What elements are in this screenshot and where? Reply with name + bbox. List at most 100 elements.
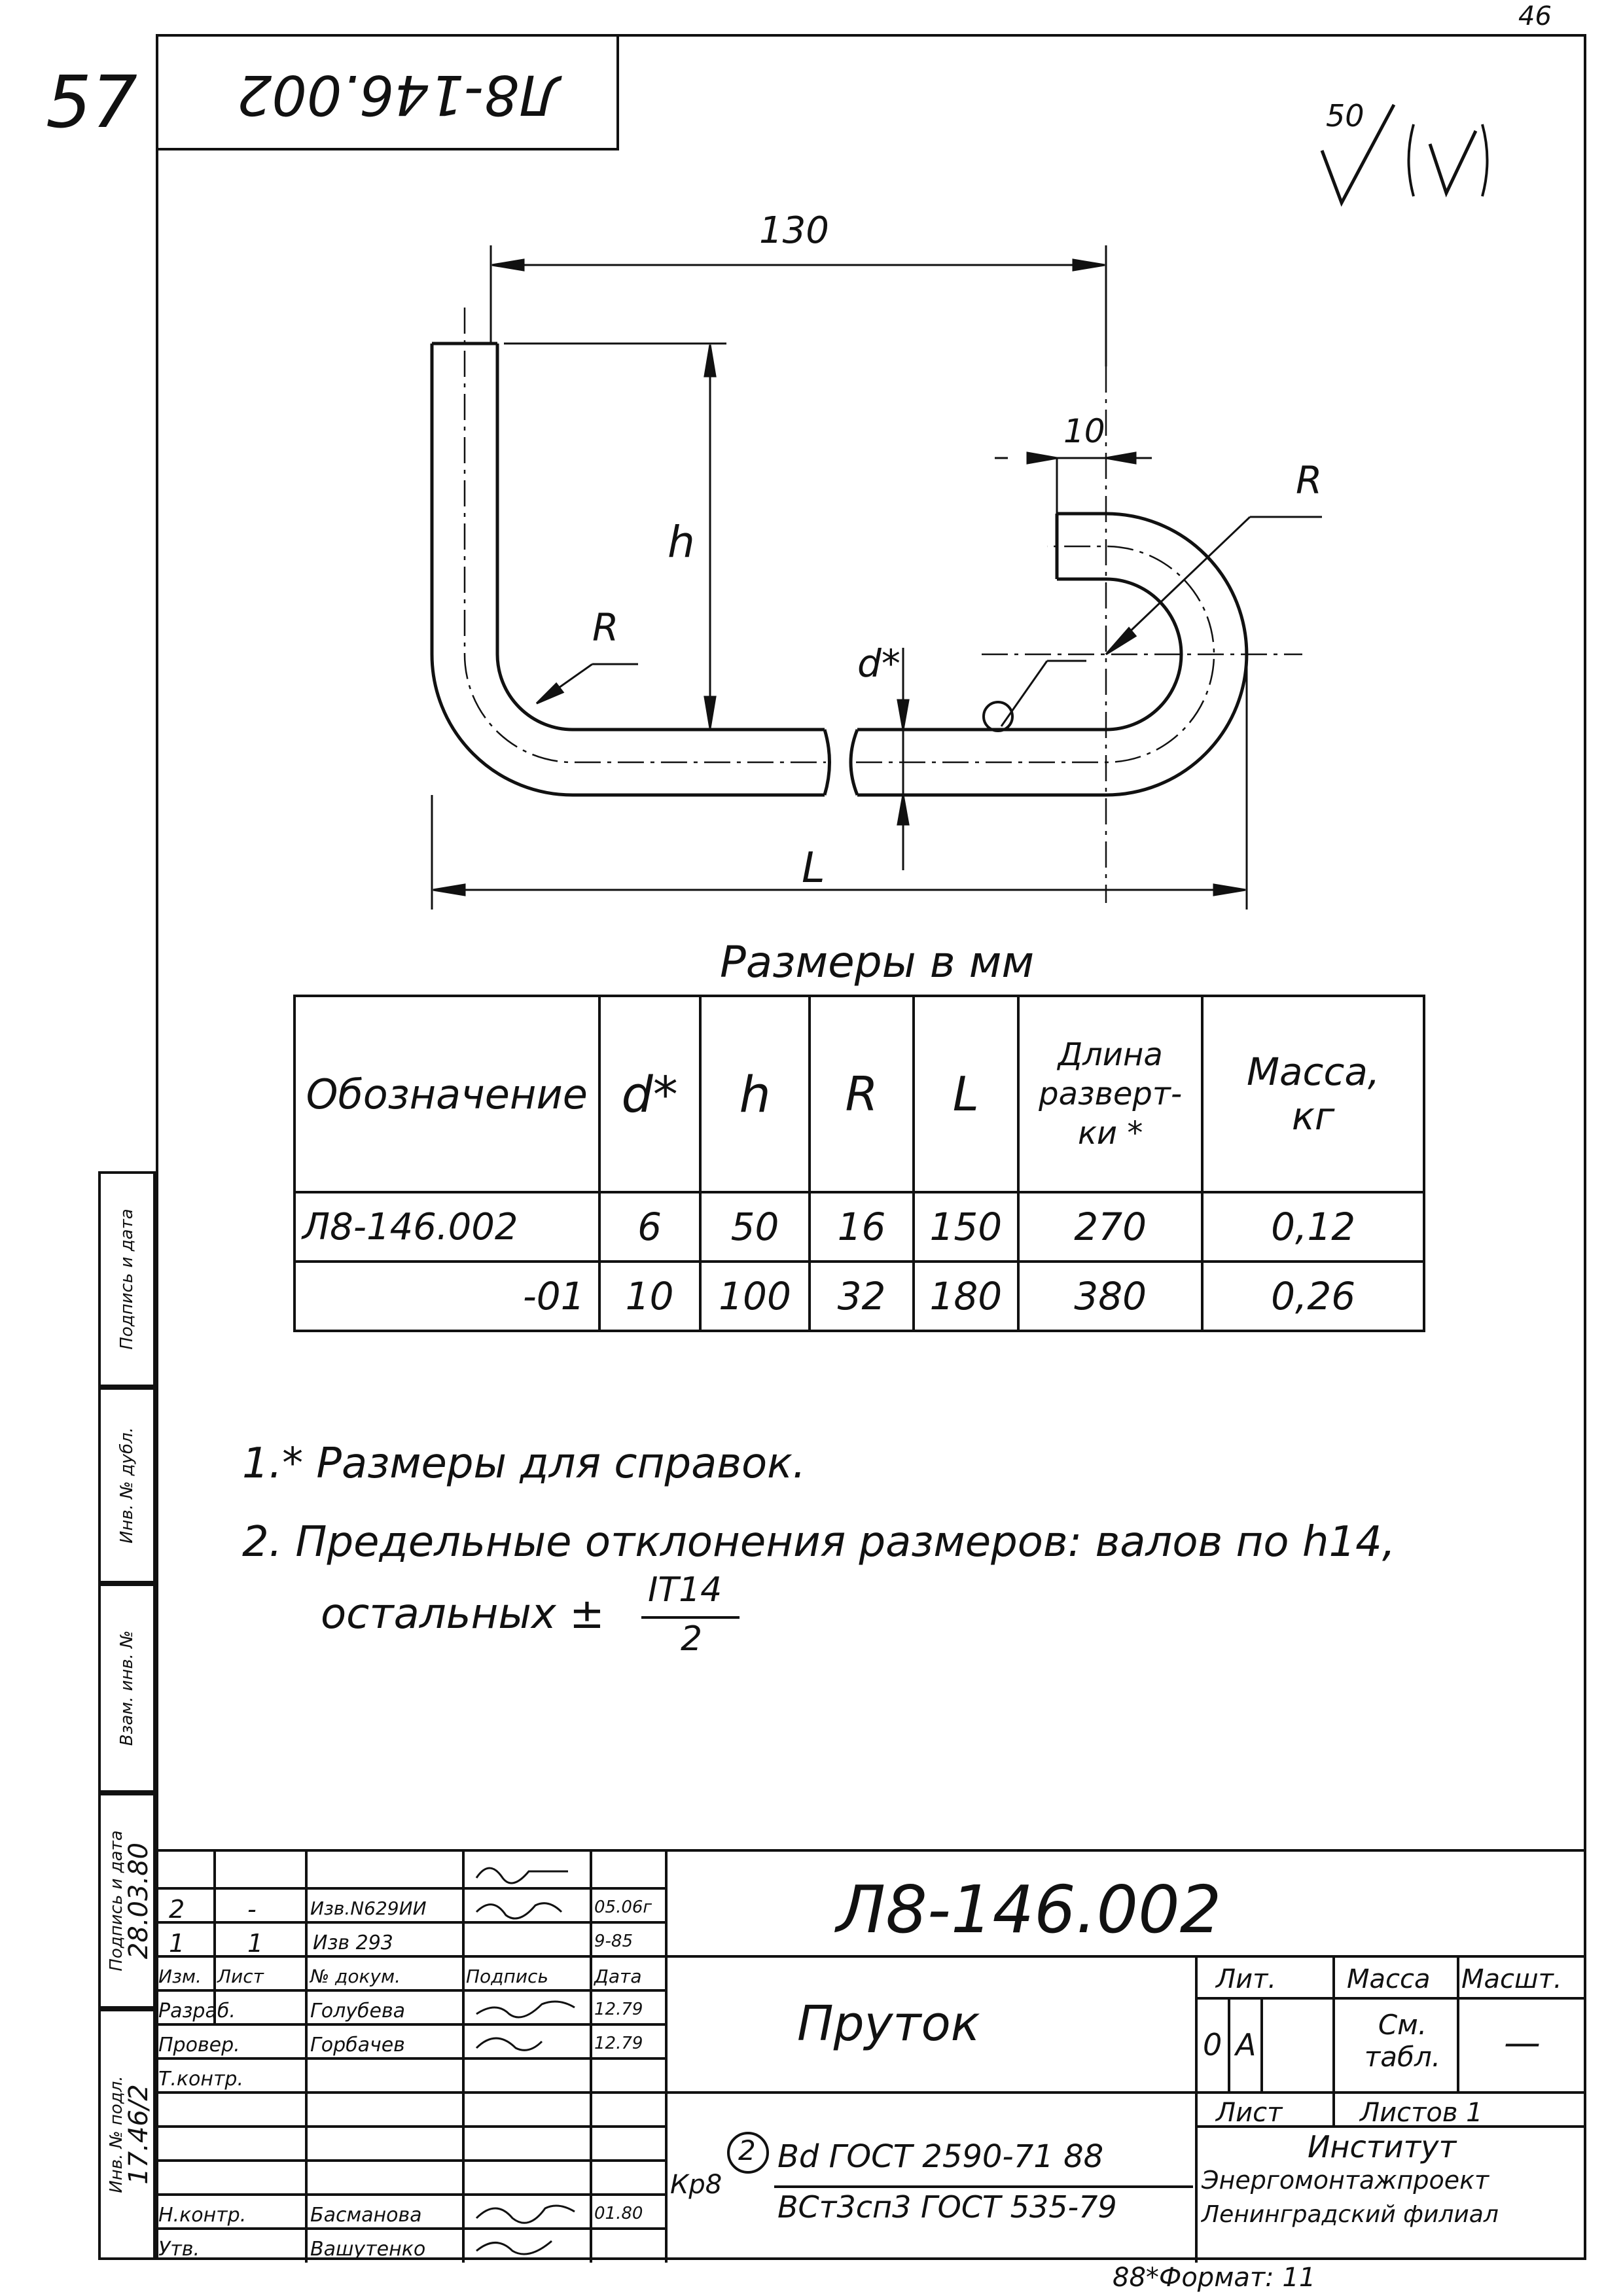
row2-mass: 0,26 [1201,1260,1425,1332]
role-nkontr-date: 01.80 [594,2204,643,2223]
material-num: 2 [738,2134,756,2166]
org-line-1: Институт [1308,2129,1457,2164]
col-header-designation: Обозначение [293,995,601,1193]
material-line-1: Вd ГОСТ 2590-71 88 [777,2138,1104,2175]
rev1-num: 1 [169,1929,185,1958]
col-header-r: R [808,995,915,1193]
rev2-sheet: - [247,1895,257,1924]
dim-d-label: d* [857,641,901,686]
side-inv-value: 17.46/2 [123,2084,154,2185]
role-prover-name: Горбачев [310,2034,405,2057]
mass-label: Масса [1347,1964,1431,1994]
table-header-row: Обозначение d* h R L Длина разверт- ки *… [293,995,1425,1193]
row1-r: 16 [808,1191,915,1263]
side-podp-data-2: Подпись и дата 28.03.80 [98,1793,156,2009]
row2-r: 32 [808,1260,915,1332]
dim-l-label: L [802,844,825,892]
col-header-d: d* [597,995,702,1193]
top-code-box: Л8-146.002 [156,34,619,150]
role-prover-date: 12.79 [594,2034,643,2053]
col-header-h: h [698,995,812,1193]
row1-h: 50 [698,1191,812,1263]
row1-mass: 0,12 [1201,1191,1425,1263]
rev2-date: 05.06г [594,1898,652,1917]
format-note: 88*Формат: 11 [1113,2263,1316,2293]
role-nkontr: Н.контр. [158,2204,247,2227]
col-header-l: L [912,995,1020,1193]
dimensions-table: Обозначение d* h R L Длина разверт- ки *… [293,995,1425,1332]
org-line-2: Энергомонтажпроект [1202,2166,1489,2195]
tb-part-name: Пруток [797,1996,980,2052]
table-caption: Размеры в мм [720,937,1035,987]
row2-length: 380 [1017,1260,1204,1332]
rev1-doc: Изв 293 [313,1932,393,1954]
roughness-value: 50 [1326,98,1364,133]
org-line-3: Ленинградский филиал [1202,2201,1499,2228]
row2-d: 10 [597,1260,702,1332]
dim-r-right-label: R [1296,458,1323,503]
sheet-number-corner: 46 [1518,1,1552,31]
side-inv-podl: Инв. № подл. 17.46/2 [98,2009,156,2260]
lit-value-1: А [1236,2027,1257,2062]
fraction-line [641,1616,740,1619]
rev2-num: 2 [169,1895,185,1924]
side-inv-dubl: Инв. № дубл. [98,1387,156,1583]
drawing-frame [156,34,1586,2260]
title-block: 2 - Изв.N629ИИ 05.06г 1 1 Изв 293 9-85 И… [156,1849,1586,2263]
note-1: 1.* Размеры для справок. [242,1439,806,1488]
head-sign: Подпись [466,1966,548,1987]
dim-r-left-label: R [592,605,619,650]
side-vzam-inv: Взам. инв. № [98,1583,156,1793]
material-kruh: Кр8 [670,2170,722,2200]
role-utv-name: Вашутенко [310,2238,426,2261]
table-row: Л8-146.002 6 50 16 150 270 0,12 [293,1191,1425,1263]
role-nkontr-name: Басманова [310,2204,422,2227]
head-list: Лист [217,1966,264,1987]
dim-10-label: 10 [1063,412,1105,450]
row1-l: 150 [912,1191,1020,1263]
lit-value-0: 0 [1203,2027,1222,2062]
mass-value: См. табл. [1364,2009,1441,2073]
head-izm: Изм. [158,1966,202,1987]
head-date: Дата [594,1966,642,1987]
lit-label: Лит. [1216,1964,1277,1994]
row2-designation: -01 [293,1260,601,1332]
dim-130-label: 130 [759,209,829,252]
row1-length: 270 [1017,1191,1204,1263]
role-prover: Провер. [158,2034,240,2057]
role-razrab: Разраб. [158,2000,236,2022]
role-tkontr: Т.контр. [158,2068,244,2091]
dim-h-label: h [668,517,695,567]
material-line-2: ВСт3сп3 ГОСТ 535-79 [777,2189,1117,2225]
material-line-divider [774,2185,1193,2188]
row1-designation: Л8-146.002 [293,1191,601,1263]
tolerance-denominator: 2 [681,1619,703,1659]
role-razrab-name: Голубева [310,2000,406,2022]
role-razrab-date: 12.79 [594,2000,643,2019]
role-utv: Утв. [158,2238,200,2261]
head-doc: № докум. [310,1966,401,1987]
side-date-value: 28.03.80 [123,1842,154,1960]
table-row: -01 10 100 32 180 380 0,26 [293,1260,1425,1332]
roughness-symbol [1320,103,1489,207]
signatures [475,1867,575,2255]
tb-designation: Л8-146.002 [836,1871,1222,1948]
margin-number: 57 [46,60,137,144]
row2-h: 100 [698,1260,812,1332]
note-2: 2. Предельные отклонения размеров: валов… [242,1518,1396,1566]
sheets-label: Листов 1 [1360,2098,1483,2128]
sheet-label: Лист [1216,2098,1283,2128]
row1-d: 6 [597,1191,702,1263]
note-2-cont: остальных ± [321,1590,605,1638]
col-header-length: Длина разверт- ки * [1017,995,1204,1193]
tolerance-numerator: IT14 [648,1570,722,1610]
rev1-date: 9-85 [594,1932,633,1951]
side-podp-data: Подпись и дата [98,1171,156,1387]
rev2-doc: Изв.N629ИИ [310,1898,427,1919]
col-header-mass: Масса, кг [1201,995,1425,1193]
scale-value: — [1504,2022,1541,2064]
part-drawing [430,245,1322,910]
row2-l: 180 [912,1260,1020,1332]
rev1-sheet: 1 [247,1929,264,1958]
scale-label: Масшт. [1461,1964,1562,1994]
